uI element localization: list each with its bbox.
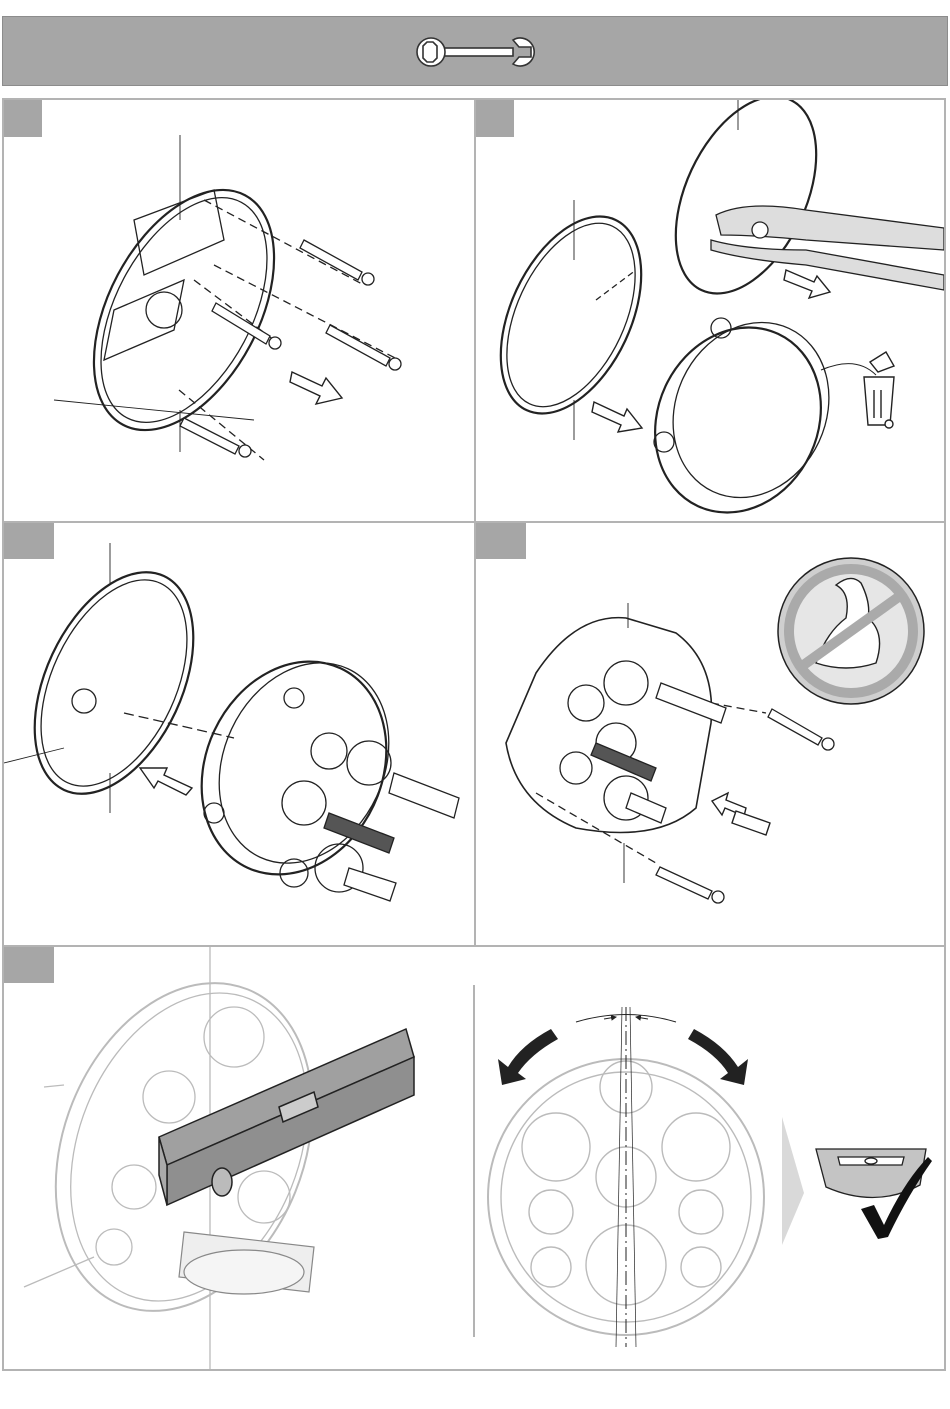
step-5-illustration	[4, 947, 474, 1369]
step-5-panel	[4, 947, 474, 1369]
arrow-icon	[592, 270, 830, 432]
step-4-illustration	[476, 523, 944, 945]
step-1-panel	[4, 100, 474, 521]
trash-bin-icon	[864, 352, 894, 428]
rotate-arrow-icon	[498, 1029, 748, 1085]
screw-icon	[656, 709, 834, 903]
step-2-panel	[476, 100, 944, 521]
step-6-illustration	[476, 947, 944, 1369]
arrow-icon	[140, 768, 192, 795]
step-3-illustration	[4, 523, 474, 945]
arrow-icon	[782, 1117, 804, 1245]
arrow-icon	[290, 372, 342, 404]
pliers-icon	[711, 206, 944, 290]
screw-icon	[180, 240, 401, 457]
step-1-illustration	[4, 100, 474, 521]
wrench-icon	[3, 17, 949, 87]
step-3-panel	[4, 523, 474, 945]
step-2-illustration	[476, 100, 944, 521]
no-force-icon	[778, 558, 924, 704]
step-4-panel	[476, 523, 944, 945]
step-6-panel	[476, 947, 944, 1369]
spirit-level-icon	[159, 1029, 414, 1205]
header-bar	[2, 16, 948, 86]
arrow-icon	[712, 793, 770, 835]
